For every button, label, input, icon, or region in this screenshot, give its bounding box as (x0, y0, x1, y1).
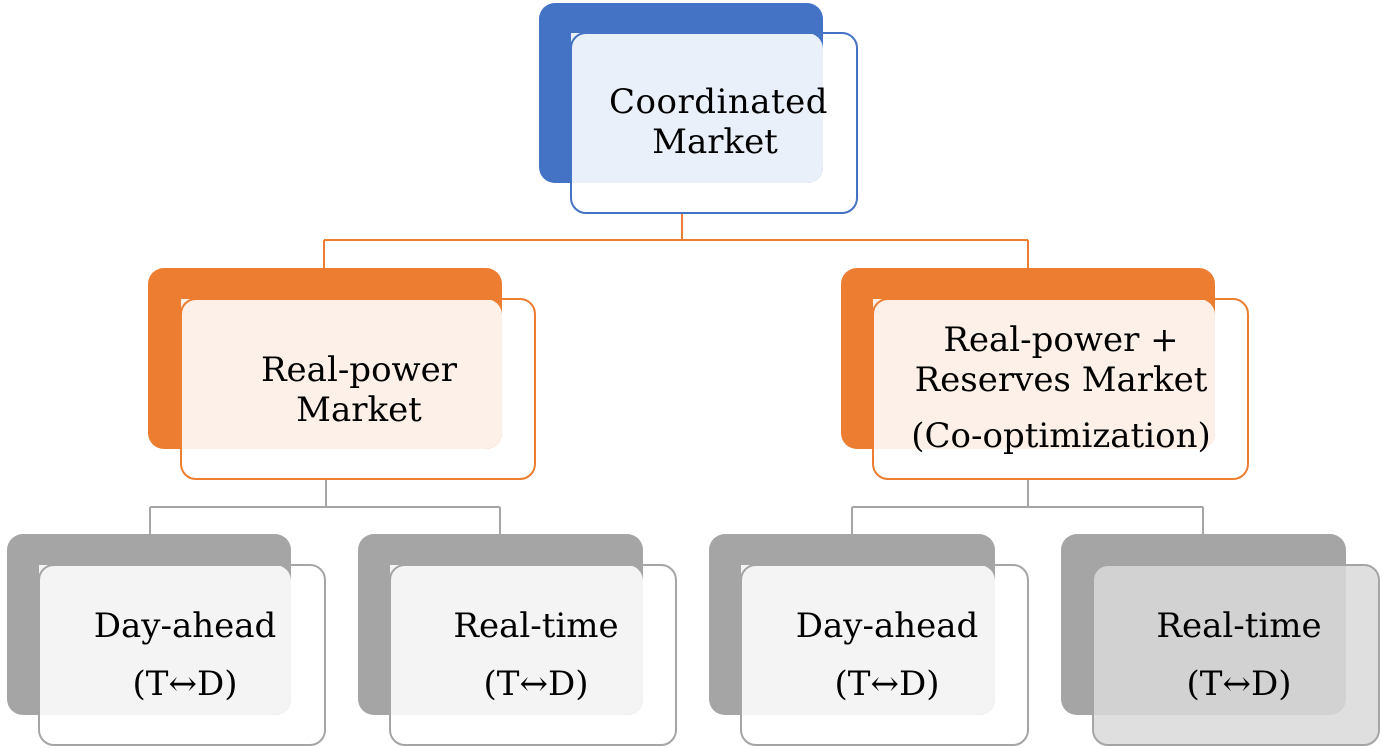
left-child1-line2: (T↔D) (132, 664, 238, 704)
right-label-line1: Real-power + (943, 320, 1179, 360)
root-label-line2: Market (652, 122, 778, 162)
left-label-line2: Market (296, 390, 422, 430)
right-child1-line1: Day-ahead (795, 606, 979, 646)
node-card: Real-time (T↔D) (389, 564, 677, 746)
left-label-line1: Real-power (260, 350, 458, 390)
right-label-line3: (Co-optimization) (911, 416, 1211, 456)
node-card: Real-power Market (180, 298, 536, 480)
node-card-highlighted: Real-time (T↔D) (1092, 564, 1380, 746)
root-connector (323, 214, 1029, 268)
right-child2-line2: (T↔D) (1186, 664, 1292, 704)
node-overlap (181, 299, 502, 449)
node-card: Coordinated Market (570, 32, 858, 214)
node-overlap (873, 299, 1215, 449)
left-branch-connector (149, 480, 501, 534)
left-child2-line2: (T↔D) (483, 664, 589, 704)
right-child1-line2: (T↔D) (834, 664, 940, 704)
node-card: Real-power + Reserves Market (Co-optimiz… (872, 298, 1249, 480)
node-overlap (571, 33, 823, 183)
node-overlap (741, 565, 995, 715)
node-card: Day-ahead (T↔D) (740, 564, 1029, 746)
right-branch-connector (851, 480, 1204, 534)
right-child2-line1: Real-time (1156, 606, 1322, 646)
node-overlap (39, 565, 291, 715)
left-child1-line1: Day-ahead (93, 606, 277, 646)
right-label-line2: Reserves Market (914, 360, 1208, 400)
root-label-line1: Coordinated (609, 82, 829, 122)
node-overlap (390, 565, 643, 715)
node-card: Day-ahead (T↔D) (38, 564, 326, 746)
left-child2-line1: Real-time (453, 606, 619, 646)
